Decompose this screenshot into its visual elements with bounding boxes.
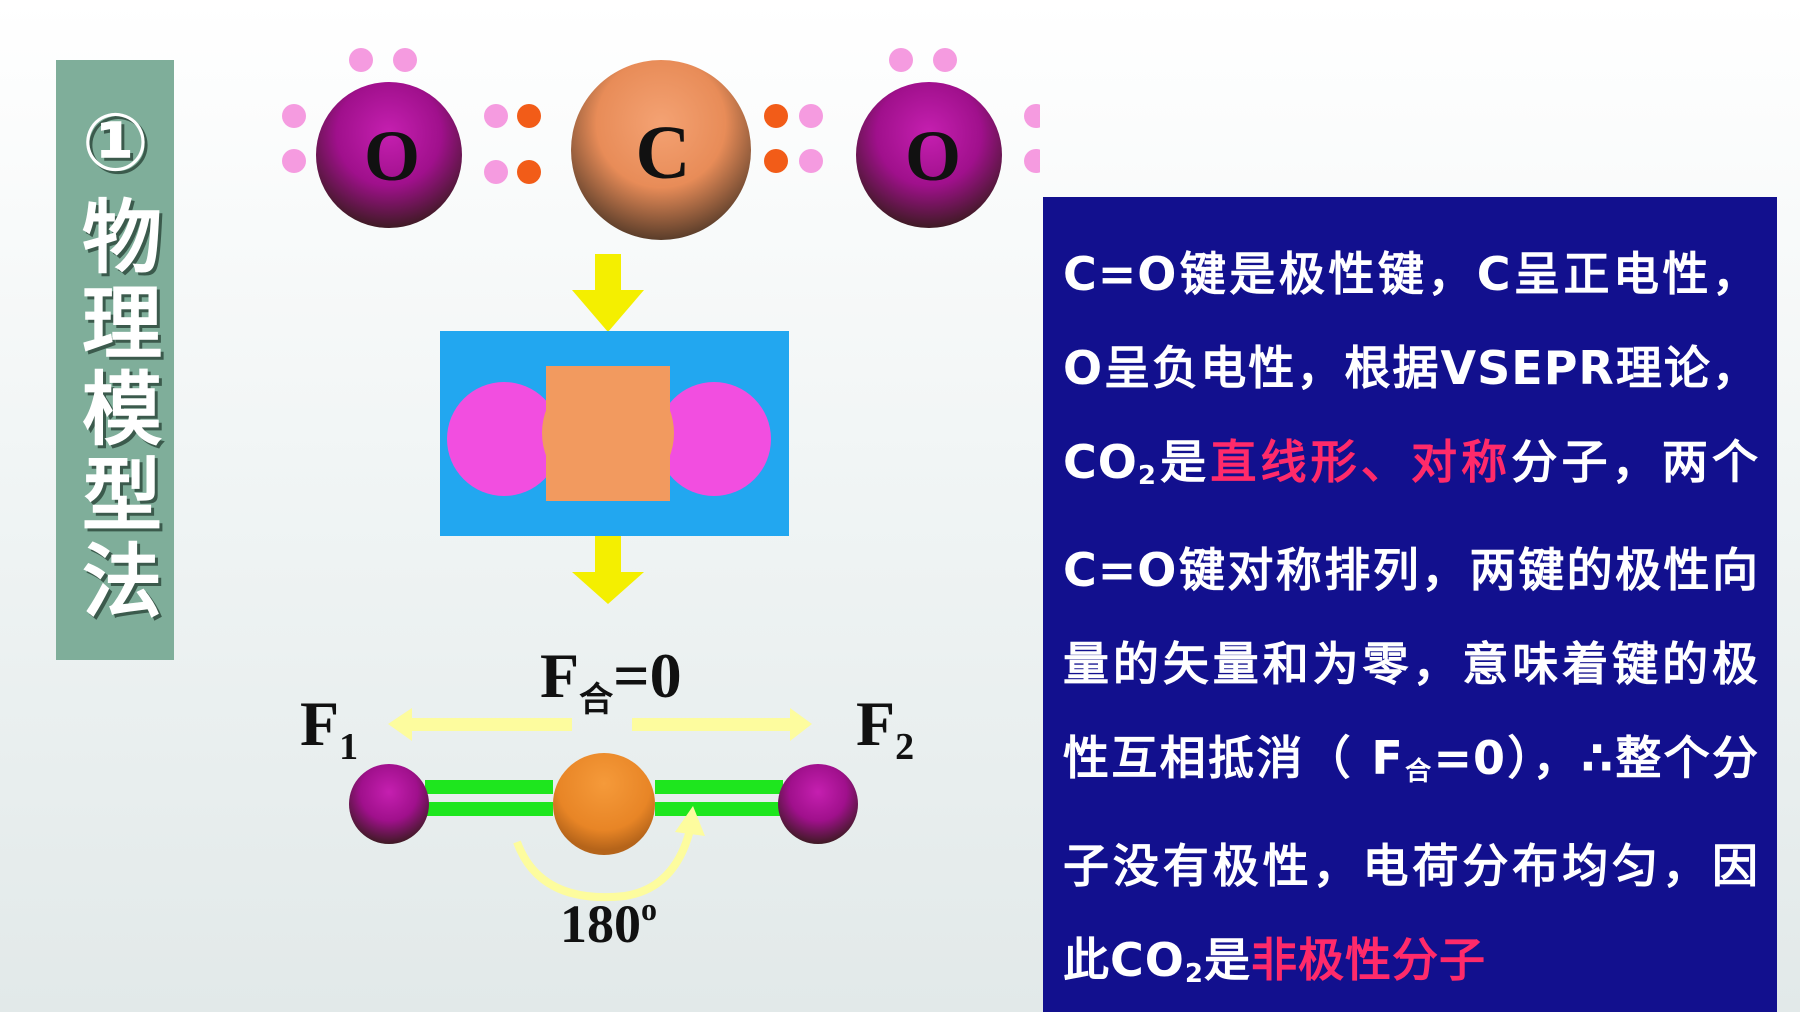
explanation-box: C=O键是极性键，C呈正电性，O呈负电性，根据VSEPR理论，CO2是直线形、对… (1043, 197, 1777, 1012)
f2-label: F2 (856, 688, 914, 768)
double-bond-left-bottom (425, 802, 553, 816)
oxygen-ball-left (349, 764, 429, 844)
double-bond-right-top (655, 780, 783, 794)
atom-label-c: C (636, 111, 691, 195)
down-arrow-1 (572, 254, 644, 332)
electron-dot (349, 48, 373, 72)
double-bond-left-top (425, 780, 553, 794)
electron-dot (764, 149, 788, 173)
net-force-label: F合=0 (540, 640, 682, 720)
down-arrow-2 (572, 536, 644, 604)
angle-arc (513, 806, 705, 901)
force-arrow-right (632, 708, 812, 741)
double-bond-right-bottom (655, 802, 783, 816)
carbon-atom (571, 60, 751, 240)
oxygen-ball-right (778, 764, 858, 844)
electron-dot (799, 149, 823, 173)
atom-label-right-o: O (905, 116, 961, 196)
ball-stick-model (349, 753, 858, 855)
highlight-linear-symmetric: 直线形、对称 (1210, 435, 1512, 489)
atom-label-left-o: O (364, 116, 420, 196)
electron-dot (282, 104, 306, 128)
angle-label: 180o (560, 891, 657, 954)
electron-dot (799, 104, 823, 128)
side-label: ①物理模型法 (56, 60, 174, 660)
electron-dot (764, 104, 788, 128)
electron-dot (517, 160, 541, 184)
side-label-text: ①物理模型法 (69, 95, 162, 625)
force-arrow-left (388, 708, 572, 741)
electron-dot (1024, 104, 1040, 128)
electron-dot (1024, 149, 1040, 173)
oxygen-atom-left (316, 82, 462, 228)
oxygen-atom-right (856, 82, 1002, 228)
space-filling-model (440, 331, 789, 536)
lewis-electrons (282, 48, 1040, 184)
electron-dot (282, 149, 306, 173)
electron-dot (933, 48, 957, 72)
electron-dot (889, 48, 913, 72)
f1-label: F1 (300, 688, 358, 768)
electron-dot (517, 104, 541, 128)
co2-diagram: O C O F合=0 F1 F2 (282, 48, 1040, 954)
highlight-nonpolar-molecule: 非极性分子 (1250, 933, 1486, 987)
carbon-ball (553, 753, 655, 855)
electron-dot (393, 48, 417, 72)
electron-dot (484, 160, 508, 184)
electron-dot (484, 104, 508, 128)
explanation-text: C=O键是极性键，C呈正电性，O呈负电性，根据VSEPR理论，CO2是直线形、对… (1063, 247, 1760, 989)
